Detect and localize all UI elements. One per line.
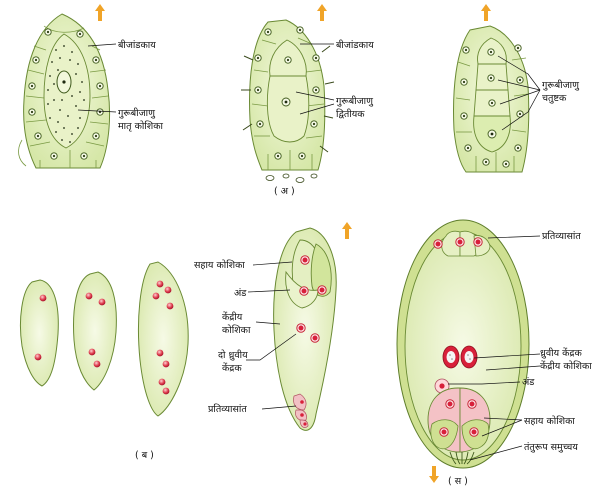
ovule-megaspore-dyad: [241, 19, 335, 183]
label-megaspore-dyad-line2: द्वितीयक: [336, 108, 365, 120]
label-synergids: सहाय कोशिका: [194, 259, 245, 271]
antipodal-cells: [433, 230, 491, 257]
label-megaspore-tetrad-line2: चतुष्टक: [542, 93, 567, 104]
label-central-cell-2: केंद्रीय कोशिका: [540, 360, 592, 372]
dyad-lower-cell: [266, 75, 310, 143]
label-megaspore-mother-cell-line2: मातृ कोशिका: [118, 120, 164, 132]
two-nucleate-embryo-sac: [19, 279, 59, 387]
panel-label-b: ( ब ): [135, 450, 154, 461]
synergid-cell: [310, 243, 332, 297]
ovule-megaspore-mother-cell: [18, 13, 117, 169]
arrow-up-icon: [481, 4, 491, 21]
panel-label-a: ( अ ): [274, 186, 295, 197]
label-central-cell: केंद्रीय: [222, 311, 243, 323]
label-egg: अंड: [234, 288, 247, 299]
arrow-up-icon: [342, 222, 352, 239]
arrow-up-icon: [95, 4, 105, 21]
arrow-down-icon: [429, 466, 439, 483]
label-egg-2: अंड: [522, 377, 535, 388]
label-antipodals-2: प्रतिव्यासांत: [542, 230, 581, 242]
label-megaspore-dyad: गुरूबीजाणु: [336, 95, 374, 107]
label-central-cell-line2: कोशिका: [222, 324, 251, 336]
mature-embryo-sac: [396, 219, 541, 469]
polar-nuclei: [442, 345, 478, 369]
organising-embryo-sac: [246, 227, 337, 431]
label-antipodals: प्रतिव्यासांत: [208, 403, 247, 415]
label-polar-nuclei: दो ध्रुवीय: [218, 349, 248, 361]
eight-nucleate-embryo-sac: [138, 261, 189, 417]
label-megaspore-tetrad: गुरूबीजाणु: [542, 79, 580, 91]
label-nucellus: बीजांडकाय: [118, 39, 156, 51]
label-synergids-2: सहाय कोशिका: [524, 415, 575, 427]
label-megaspore-mother-cell: गुरूबीजाणु: [118, 107, 156, 119]
label-nucellus-2: बीजांडकाय: [336, 39, 374, 51]
panel-label-c: ( स ): [448, 476, 468, 487]
four-nucleate-embryo-sac: [73, 271, 117, 391]
label-filiform-apparatus: तंतुरूप समुच्चय: [524, 442, 578, 453]
arrow-up-icon: [317, 4, 327, 21]
label-polar-nuclei-line2: केंद्रक: [222, 362, 242, 374]
label-polar-nuclei-2: ध्रुवीय केंद्रक: [540, 347, 582, 359]
ovule-megaspore-tetrad: [453, 25, 541, 173]
orientation-arrows: [95, 4, 491, 483]
